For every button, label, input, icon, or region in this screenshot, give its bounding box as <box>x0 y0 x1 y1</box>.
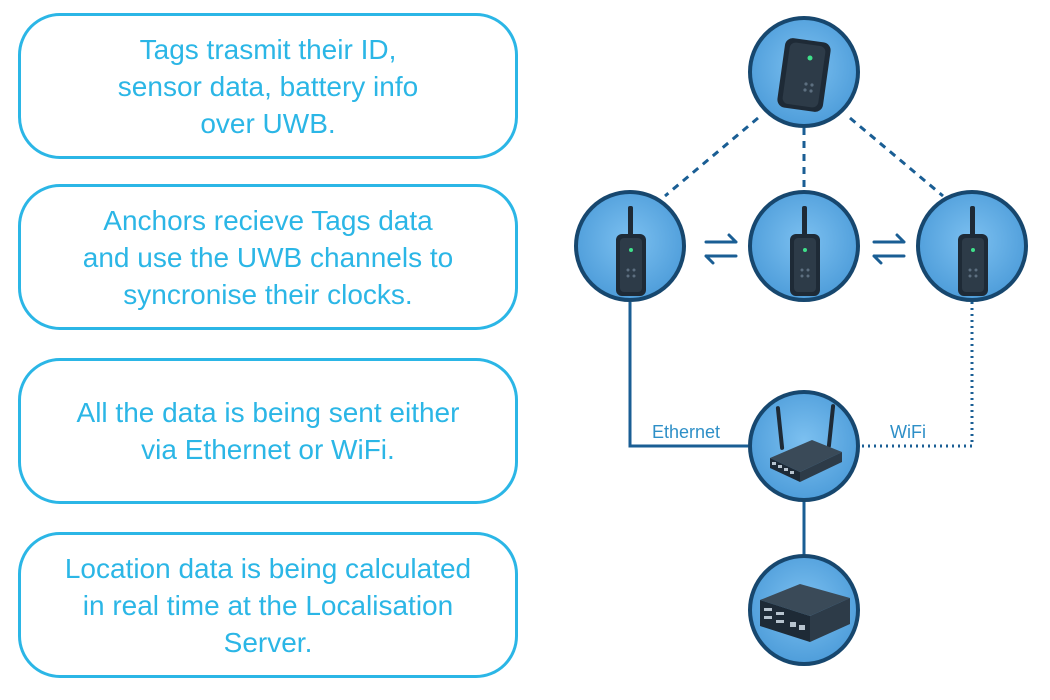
tag-node <box>748 16 860 128</box>
wifi-link <box>862 302 974 448</box>
ethernet-label: Ethernet <box>652 422 720 442</box>
sync-arrows-icon <box>704 233 738 265</box>
info-card-text: Anchors recieve Tags data and use the UW… <box>82 204 454 310</box>
tag-icon <box>777 38 831 112</box>
ethernet-link <box>628 302 806 556</box>
info-card-transport: All the data is being sent either via Et… <box>18 358 518 504</box>
anchor-icon <box>790 206 820 296</box>
info-card-text: Location data is being calculated in rea… <box>64 552 472 658</box>
anchor-node-left <box>574 190 686 302</box>
sync-arrows-icon <box>872 233 906 265</box>
uwb-link-left <box>664 116 759 198</box>
info-card-anchors: Anchors recieve Tags data and use the UW… <box>18 184 518 330</box>
wifi-label: WiFi <box>890 422 926 442</box>
server-node <box>748 554 860 666</box>
info-card-tags: Tags trasmit their ID, sensor data, batt… <box>18 13 518 159</box>
anchor-icon <box>616 206 646 296</box>
router-node <box>748 390 860 502</box>
server-icon <box>760 584 850 642</box>
anchor-node-right <box>916 190 1028 302</box>
uwb-link-right <box>849 116 944 198</box>
info-card-text: Tags trasmit their ID, sensor data, batt… <box>117 33 419 139</box>
router-icon <box>770 404 842 482</box>
anchor-icon <box>958 206 988 296</box>
anchor-node-center <box>748 190 860 302</box>
info-card-server: Location data is being calculated in rea… <box>18 532 518 678</box>
info-card-text: All the data is being sent either via Et… <box>76 397 460 465</box>
uwb-links <box>664 116 944 198</box>
